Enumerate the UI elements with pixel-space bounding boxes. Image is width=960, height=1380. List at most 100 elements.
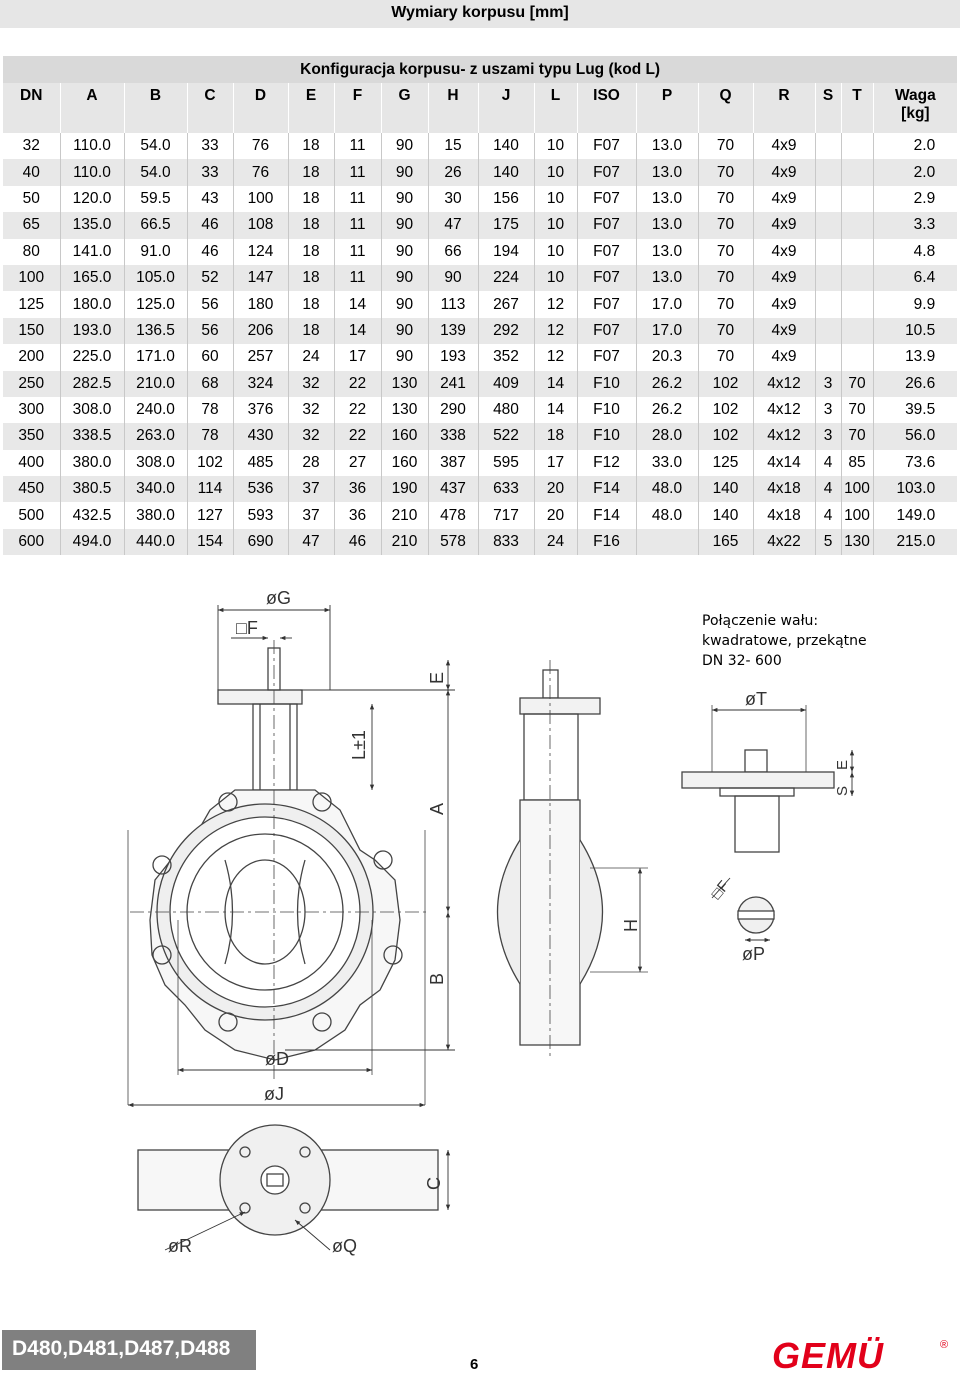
table-cell: 85 bbox=[840, 449, 873, 477]
table-cell: 18 bbox=[287, 238, 334, 265]
table-cell: F14 bbox=[576, 476, 636, 503]
table-cell: 66 bbox=[427, 238, 478, 265]
table-cell: 180 bbox=[232, 291, 288, 318]
table-cell: 2.0 bbox=[872, 133, 958, 160]
table-cell: 180.0 bbox=[59, 291, 124, 318]
label-E-detail: E bbox=[834, 760, 851, 770]
table-cell: 324 bbox=[232, 370, 288, 397]
table-cell: 33.0 bbox=[635, 449, 698, 477]
table-cell: 108 bbox=[232, 212, 288, 239]
table-cell: 11 bbox=[333, 185, 381, 213]
table-cell: 47 bbox=[287, 528, 334, 556]
table-cell: 32 bbox=[287, 423, 334, 450]
table-cell: 18 bbox=[287, 291, 334, 318]
table-cell: 26.2 bbox=[635, 370, 698, 397]
table-cell: 110.0 bbox=[59, 159, 124, 186]
column-header: F bbox=[333, 83, 381, 133]
table-cell: 24 bbox=[533, 528, 577, 556]
table-cell: 10 bbox=[533, 133, 577, 160]
table-cell: 26.2 bbox=[635, 396, 698, 424]
table-cell: 215.0 bbox=[872, 528, 958, 556]
table-cell: 28.0 bbox=[635, 423, 698, 450]
table-cell: 536 bbox=[232, 476, 288, 503]
table-cell: 18 bbox=[287, 212, 334, 239]
table-cell: 100 bbox=[840, 502, 873, 529]
table-cell: 440.0 bbox=[123, 528, 187, 556]
column-header: D bbox=[232, 83, 288, 133]
table-cell: 210 bbox=[380, 502, 428, 529]
table-cell: F07 bbox=[576, 212, 636, 239]
table-cell: 33 bbox=[186, 159, 233, 186]
table-cell: 833 bbox=[477, 528, 534, 556]
table-cell: 140 bbox=[697, 476, 753, 503]
table-cell: 4x9 bbox=[752, 133, 815, 160]
table-cell: 102 bbox=[697, 370, 753, 397]
table-cell: 350 bbox=[3, 423, 60, 450]
table-cell: 257 bbox=[232, 344, 288, 371]
table-cell: 13.0 bbox=[635, 238, 698, 265]
table-cell: 110.0 bbox=[59, 133, 124, 160]
page-number: 6 bbox=[470, 1356, 479, 1373]
table-cell: 80 bbox=[3, 238, 60, 265]
table-cell: 717 bbox=[477, 502, 534, 529]
table-cell: 11 bbox=[333, 159, 381, 186]
table-cell: 409 bbox=[477, 370, 534, 397]
table-cell: 171.0 bbox=[123, 344, 187, 371]
table-cell: 46 bbox=[333, 528, 381, 556]
table-cell: 10 bbox=[533, 264, 577, 292]
column-header: L bbox=[533, 83, 577, 133]
side-view bbox=[496, 660, 648, 1060]
table-cell: 46 bbox=[186, 238, 233, 265]
table-cell: F10 bbox=[576, 396, 636, 424]
table-cell: 130 bbox=[380, 396, 428, 424]
table-cell: 165.0 bbox=[59, 264, 124, 292]
table-cell: 70 bbox=[840, 423, 873, 450]
table-cell: 194 bbox=[477, 238, 534, 265]
table-cell: 494.0 bbox=[59, 528, 124, 556]
table-cell: 4.8 bbox=[872, 238, 958, 265]
label-B: B bbox=[427, 973, 447, 985]
table-cell: 376 bbox=[232, 396, 288, 424]
table-cell: 70 bbox=[697, 185, 753, 213]
table-cell: 12 bbox=[533, 317, 577, 345]
table-cell: 26 bbox=[427, 159, 478, 186]
table-cell: 13.0 bbox=[635, 185, 698, 213]
table-cell: 352 bbox=[477, 344, 534, 371]
table-cell bbox=[635, 528, 698, 556]
table-cell: 90 bbox=[380, 238, 428, 265]
table-cell: 12 bbox=[533, 291, 577, 318]
table-cell: 59.5 bbox=[123, 185, 187, 213]
column-header: S bbox=[814, 83, 841, 133]
table-cell: 32 bbox=[287, 396, 334, 424]
label-C: C bbox=[424, 1177, 444, 1190]
table-cell: 28 bbox=[287, 449, 334, 477]
table-cell bbox=[840, 185, 873, 213]
table-cell: 113 bbox=[427, 291, 478, 318]
table-cell: 56 bbox=[186, 291, 233, 318]
table-cell: 12 bbox=[533, 344, 577, 371]
column-header: T bbox=[840, 83, 873, 133]
table-cell: 4x12 bbox=[752, 396, 815, 424]
table-cell: 4x9 bbox=[752, 291, 815, 318]
table-cell: 4x12 bbox=[752, 370, 815, 397]
table-cell: 102 bbox=[186, 449, 233, 477]
table-cell: 70 bbox=[697, 238, 753, 265]
column-header: DN bbox=[3, 83, 60, 133]
table-cell: 210 bbox=[380, 528, 428, 556]
table-cell: 90 bbox=[380, 159, 428, 186]
table-cell: 30 bbox=[427, 185, 478, 213]
table-cell: 478 bbox=[427, 502, 478, 529]
table-cell: 103.0 bbox=[872, 476, 958, 503]
table-cell: 54.0 bbox=[123, 133, 187, 160]
dimension-lines bbox=[128, 605, 455, 1108]
table-cell bbox=[814, 159, 841, 186]
table-cell: 13.0 bbox=[635, 159, 698, 186]
table-cell: F07 bbox=[576, 238, 636, 265]
table-cell: 430 bbox=[232, 423, 288, 450]
table-cell bbox=[840, 344, 873, 371]
table-cell: F10 bbox=[576, 370, 636, 397]
